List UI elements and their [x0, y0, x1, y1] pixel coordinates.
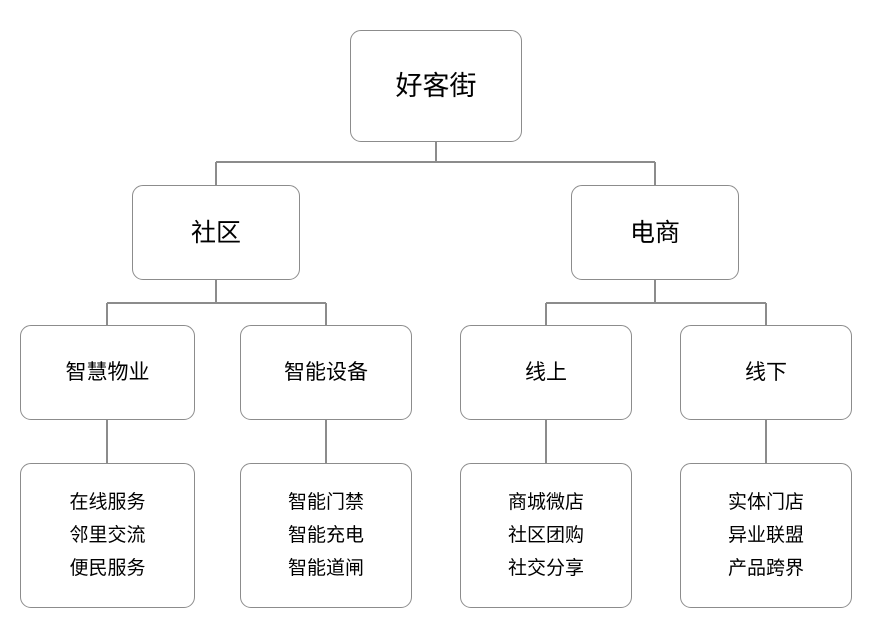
node-category-online[interactable]: 线上 — [460, 325, 632, 420]
node-leaf-offline[interactable]: 实体门店 异业联盟 产品跨界 — [680, 463, 852, 608]
leaf-item: 在线服务 — [69, 491, 146, 513]
node-category-smart-device[interactable]: 智能设备 — [240, 325, 412, 420]
leaf-item: 社区团购 — [507, 524, 584, 546]
leaf-item-list: 商城微店 社区团购 社交分享 — [508, 493, 584, 578]
leaf-item: 智能道闸 — [287, 557, 364, 579]
leaf-item: 智能充电 — [287, 524, 364, 546]
leaf-item-list: 在线服务 邻里交流 便民服务 — [69, 493, 145, 578]
leaf-item: 社交分享 — [507, 557, 584, 579]
node-category-smart-device-label: 智能设备 — [284, 360, 368, 384]
node-category-offline[interactable]: 线下 — [680, 325, 852, 420]
leaf-item: 产品跨界 — [727, 557, 804, 579]
node-leaf-smart-device[interactable]: 智能门禁 智能充电 智能道闸 — [240, 463, 412, 608]
leaf-item-list: 智能门禁 智能充电 智能道闸 — [288, 493, 364, 578]
leaf-item: 智能门禁 — [287, 491, 364, 513]
leaf-item: 商城微店 — [507, 491, 584, 513]
node-category-smart-property[interactable]: 智慧物业 — [20, 325, 195, 420]
leaf-item: 异业联盟 — [727, 524, 804, 546]
node-branch-community-label: 社区 — [190, 218, 241, 247]
leaf-item: 便民服务 — [69, 557, 146, 579]
node-leaf-smart-property[interactable]: 在线服务 邻里交流 便民服务 — [20, 463, 195, 608]
node-root[interactable]: 好客街 — [350, 30, 522, 142]
node-category-smart-property-label: 智慧物业 — [65, 360, 150, 384]
node-root-label: 好客街 — [395, 70, 477, 102]
node-category-online-label: 线上 — [525, 360, 567, 384]
node-category-offline-label: 线下 — [745, 360, 787, 384]
node-branch-ecommerce-label: 电商 — [629, 218, 680, 247]
leaf-item: 邻里交流 — [69, 524, 146, 546]
node-leaf-online[interactable]: 商城微店 社区团购 社交分享 — [460, 463, 632, 608]
leaf-item: 实体门店 — [727, 491, 804, 513]
node-branch-community[interactable]: 社区 — [132, 185, 300, 280]
leaf-item-list: 实体门店 异业联盟 产品跨界 — [728, 493, 804, 578]
node-branch-ecommerce[interactable]: 电商 — [571, 185, 739, 280]
